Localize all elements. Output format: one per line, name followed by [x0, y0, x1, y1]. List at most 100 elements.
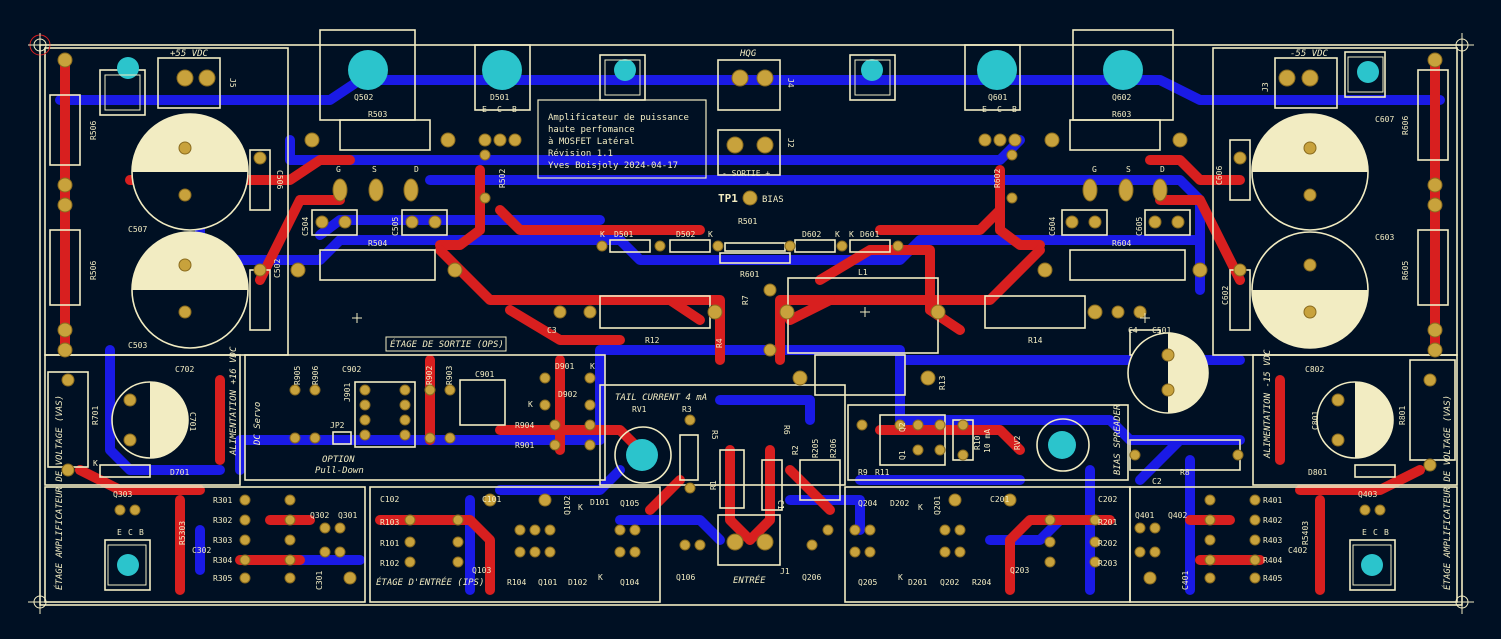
ref-r506a: R506 — [89, 121, 98, 140]
ref-j1: J1 — [780, 567, 790, 576]
ref-q401: Q401 — [1135, 511, 1154, 520]
svg-text:D: D — [414, 165, 419, 174]
cap-c501 — [1127, 332, 1209, 414]
ref-r201: R201 — [1098, 518, 1117, 527]
ref-c302: C302 — [192, 546, 211, 555]
ref-c606: C606 — [1215, 166, 1224, 185]
ref-q206: Q206 — [802, 573, 821, 582]
ref-d901: D901 — [555, 362, 574, 371]
ref-r604: R604 — [1112, 239, 1131, 248]
ref-d701: D701 — [170, 468, 189, 477]
ref-r304: R304 — [213, 556, 232, 565]
ref-r14: R14 — [1028, 336, 1043, 345]
cap-c606 — [1251, 113, 1369, 231]
ref-r9: R9 — [858, 468, 868, 477]
vas-right-label: ÉTAGE AMPLIFICATEUR DE VOLTAGE (VAS) — [1441, 395, 1453, 590]
silkscreen-outlines — [39, 29, 1463, 606]
ref-c2: C2 — [1152, 477, 1162, 486]
ref-r402: R402 — [1263, 516, 1282, 525]
ref-c603: C603 — [1375, 233, 1394, 242]
svg-text:C: C — [497, 105, 502, 114]
ref-r104: R104 — [507, 578, 526, 587]
ref-r10: R10 — [973, 435, 982, 450]
ref-c202: C202 — [1098, 495, 1117, 504]
ref-j3: J3 — [1261, 82, 1270, 92]
hatched-pads — [104, 56, 1392, 586]
ref-r11: R11 — [875, 468, 890, 477]
ref-q302: Q302 — [310, 511, 329, 520]
ref-r905: R905 — [293, 366, 302, 385]
ref-q102: Q102 — [563, 496, 572, 515]
ref-c501: C501 — [1152, 326, 1171, 335]
ref-r606: R606 — [1401, 116, 1410, 135]
ref-c701: C701 — [188, 412, 197, 431]
ref-q1: Q1 — [898, 450, 907, 460]
svg-text:G: G — [336, 165, 341, 174]
ref-r504: R504 — [368, 239, 387, 248]
ref-r203: R203 — [1098, 559, 1117, 568]
svg-text:K: K — [578, 503, 583, 512]
connector-labels: +55 VDC -55 VDC HQG - SORTIE + ENTRÉE TP… — [170, 49, 1329, 586]
ref-c506: C506 — [275, 170, 284, 189]
fiducial-markers — [28, 33, 1474, 614]
ref-c702: C702 — [175, 365, 194, 374]
svg-text:E: E — [1362, 528, 1367, 537]
title-line-2: haute perfomance — [548, 125, 635, 135]
ref-r7: R7 — [741, 295, 750, 305]
ref-c602: C602 — [1221, 286, 1230, 305]
ref-q204: Q204 — [858, 499, 877, 508]
alim-right-label: ALIMENTATION -15 VDC — [1263, 349, 1273, 459]
svg-text:K: K — [849, 230, 854, 239]
svg-text:E: E — [482, 105, 487, 114]
title-line-1: Amplificateur de puissance — [548, 113, 689, 123]
svg-text:K: K — [528, 400, 533, 409]
title-line-5: Yves Boisjoly 2024-04-17 — [548, 161, 678, 171]
ref-r8: R8 — [1180, 468, 1190, 477]
ref-rv1: RV1 — [632, 405, 647, 414]
ref-c507: C507 — [128, 225, 147, 234]
ref-r2: R2 — [791, 445, 800, 455]
ref-r601: R601 — [740, 270, 759, 279]
ref-q303: Q303 — [113, 490, 132, 499]
ref-r401: R401 — [1263, 496, 1282, 505]
ref-r901: R901 — [515, 441, 534, 450]
svg-text:K: K — [93, 459, 98, 468]
svg-text:S: S — [372, 165, 377, 174]
ref-q2: Q2 — [898, 422, 907, 432]
ref-c901: C901 — [475, 370, 494, 379]
svg-text:B: B — [1384, 528, 1389, 537]
ref-q601: Q601 — [988, 93, 1007, 102]
svg-text:S: S — [1126, 165, 1131, 174]
pin-labels: E C B E C B G S D G S D E C B E C B K K … — [93, 105, 1389, 582]
ref-j5: J5 — [228, 78, 237, 88]
bias-spreader-label: BIAS SPREADER — [1113, 404, 1123, 475]
svg-text:K: K — [590, 362, 595, 371]
ref-r202: R202 — [1098, 539, 1117, 548]
ref-q602: Q602 — [1112, 93, 1131, 102]
ref-q103: Q103 — [472, 566, 491, 575]
dc-servo-label: DC Servo — [253, 402, 263, 446]
svg-text:E: E — [117, 528, 122, 537]
ref-q101: Q101 — [538, 578, 557, 587]
ref-r801: R801 — [1398, 406, 1407, 425]
ref-r305: R305 — [213, 574, 232, 583]
svg-text:C: C — [128, 528, 133, 537]
ref-c402: C402 — [1288, 546, 1307, 555]
ref-r5403: R5403 — [1301, 521, 1310, 545]
ref-r1: R1 — [709, 480, 718, 490]
ref-jp2: JP2 — [330, 421, 345, 430]
ref-j901: J901 — [343, 383, 352, 402]
ref-d102: D102 — [568, 578, 587, 587]
ref-d501: D501 — [490, 93, 509, 102]
svg-text:D: D — [1160, 165, 1165, 174]
hqg-label: HQG — [739, 49, 757, 59]
ref-c605: C605 — [1135, 217, 1144, 236]
r10-value-label: 10 mA — [983, 429, 992, 453]
ref-q301: Q301 — [338, 511, 357, 520]
bias-label: BIAS — [762, 195, 784, 205]
ref-r5: R5 — [710, 430, 719, 440]
ref-c802: C802 — [1305, 365, 1324, 374]
reference-designators: Q502 D501 R503 R502 R504 C504 C505 R506 … — [89, 78, 1410, 590]
ref-d501b: D501 — [614, 230, 633, 239]
ref-r302: R302 — [213, 516, 232, 525]
